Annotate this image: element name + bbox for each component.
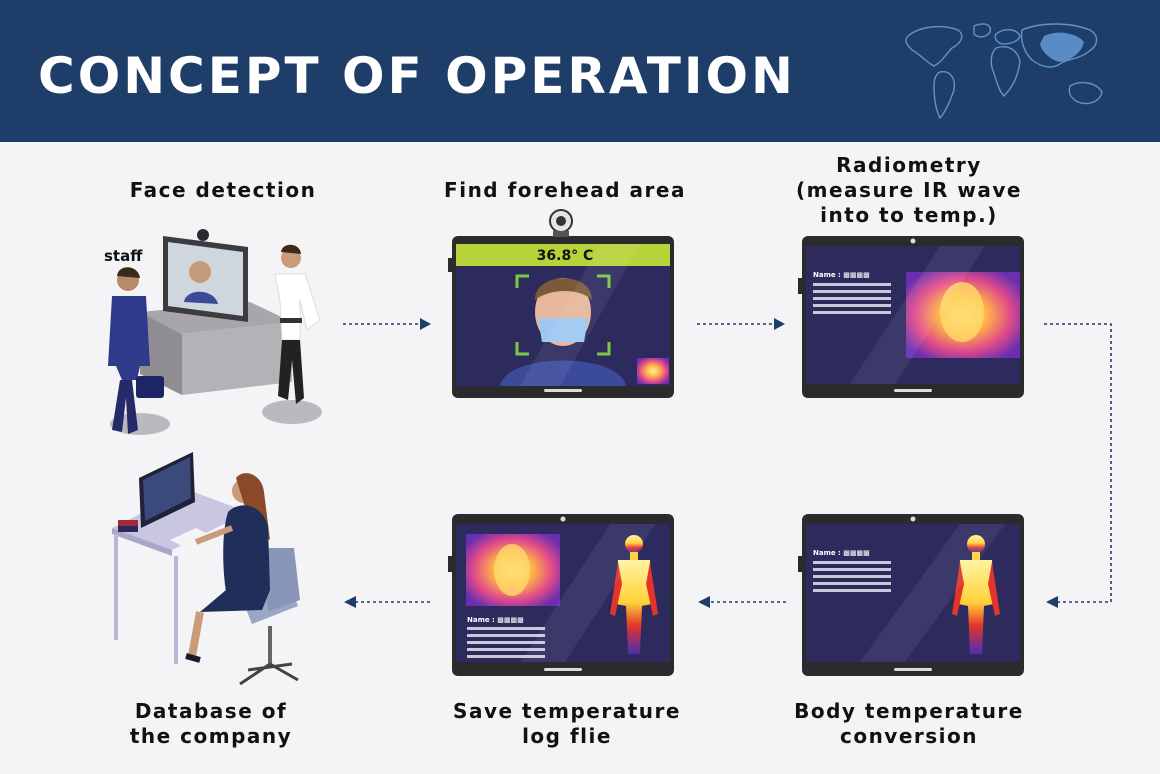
visitor-figure xyxy=(108,267,164,434)
tablet-radiometry: Name : ▩▩▩▩ xyxy=(798,236,1024,398)
staff-figure xyxy=(274,244,321,404)
name-field-label: Name : ▩▩▩▩ xyxy=(467,616,524,624)
step-label-face-detection: Face detection xyxy=(129,178,317,202)
tablet-body-temp: Name : ▩▩▩▩ xyxy=(798,514,1024,676)
temperature-readout: 36.8° C xyxy=(537,248,594,264)
page-title: CONCEPT OF OPERATION xyxy=(38,47,796,105)
staff-callout: staff xyxy=(104,247,143,265)
step-label-radiometry: Radiometry (measure IR wave into to temp… xyxy=(796,153,1022,227)
webcam-icon xyxy=(549,209,573,237)
name-field-label: Name : ▩▩▩▩ xyxy=(813,549,870,557)
kiosk-illustration: staff xyxy=(104,229,322,435)
step-label-database: Database of the company xyxy=(129,699,293,748)
step-label-find-forehead: Find forehead area xyxy=(444,178,686,202)
tablet-save-log: Name : ▩▩▩▩ xyxy=(448,514,674,676)
header-banner: CONCEPT OF OPERATION xyxy=(0,0,1160,142)
arrowheads xyxy=(344,318,1058,608)
tablet-find-forehead: 36.8° C xyxy=(448,209,674,398)
flow-arrows xyxy=(343,323,1112,603)
step-label-save-log: Save temperature log flie xyxy=(453,699,681,748)
database-illustration xyxy=(112,452,300,686)
name-field-label: Name : ▩▩▩▩ xyxy=(813,271,870,279)
world-map-icon xyxy=(905,23,1103,120)
step-label-body-temp: Body temperature conversion xyxy=(794,699,1024,748)
arrow-down-icon xyxy=(1044,323,1112,603)
